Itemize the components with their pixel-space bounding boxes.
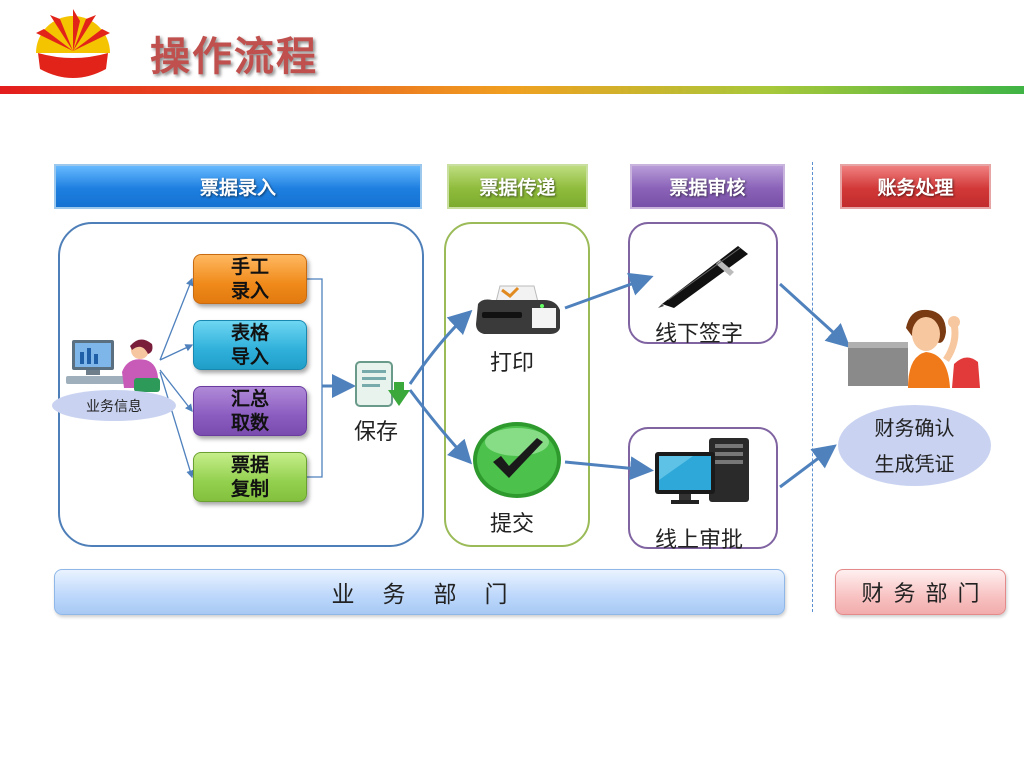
- computer-icon: [653, 434, 753, 506]
- table-import-button[interactable]: 表格导入: [193, 320, 307, 370]
- business-info-label: 业务信息: [52, 390, 176, 421]
- manual-entry-button[interactable]: 手工录入: [193, 254, 307, 304]
- department-divider: [812, 162, 813, 612]
- manual-entry-label: 手工录入: [230, 256, 269, 302]
- header-gradient-bar: [0, 86, 1024, 94]
- finance-confirm-bubble: 财务确认 生成凭证: [838, 405, 991, 486]
- page-title: 操作流程: [150, 33, 318, 80]
- submit-label: 提交: [490, 512, 535, 537]
- finance-confirm-line1: 财务确认: [874, 415, 955, 440]
- summary-fetch-label: 汇总取数: [230, 388, 269, 434]
- business-user-icon: [64, 334, 164, 394]
- print-label: 打印: [490, 351, 535, 376]
- header-review: 票据审核: [630, 164, 785, 209]
- company-logo: [28, 3, 118, 87]
- header-transfer: 票据传递: [447, 164, 588, 209]
- header-entry: 票据录入: [54, 164, 422, 209]
- summary-fetch-button[interactable]: 汇总取数: [193, 386, 307, 436]
- offline-sign-label: 线下签字: [655, 322, 744, 347]
- printer-icon[interactable]: [472, 282, 564, 340]
- pen-icon: [654, 238, 754, 310]
- finance-confirm-line2: 生成凭证: [874, 451, 955, 476]
- save-label: 保存: [354, 420, 399, 445]
- finance-staff-icon: [846, 302, 986, 390]
- bill-copy-button[interactable]: 票据复制: [193, 452, 307, 502]
- finance-department-bar: 财务部门: [835, 569, 1006, 615]
- submit-check-icon[interactable]: [471, 420, 567, 500]
- business-department-bar: 业务部门: [54, 569, 785, 615]
- save-icon[interactable]: [352, 360, 412, 415]
- bill-copy-label: 票据复制: [230, 454, 269, 500]
- online-approve-label: 线上审批: [655, 528, 744, 553]
- table-import-label: 表格导入: [230, 322, 269, 368]
- header-accounting: 账务处理: [840, 164, 991, 209]
